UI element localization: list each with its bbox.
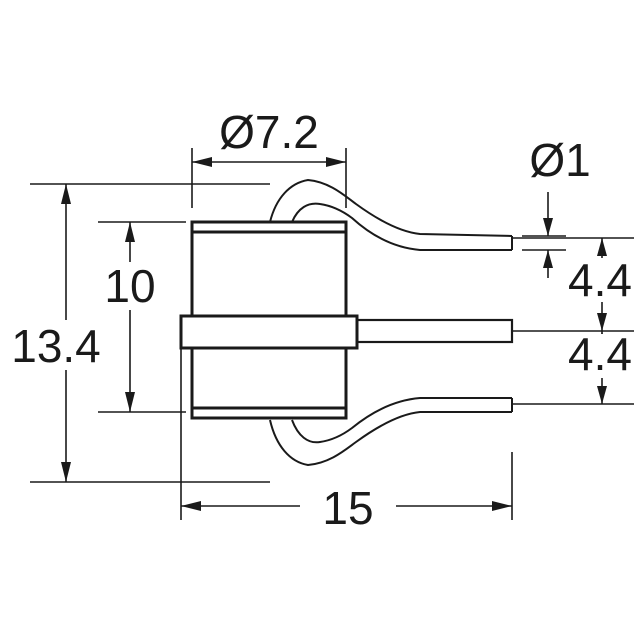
arrowhead [597, 313, 607, 331]
arrowhead [597, 386, 607, 404]
body-diameter-label: Ø7.2 [219, 106, 319, 158]
arrowhead [597, 238, 607, 256]
arrowhead [326, 157, 346, 167]
lead-pitch-bottom-label: 4.4 [568, 328, 632, 380]
top-lead-inner-edge [291, 202, 512, 251]
arrowhead [61, 184, 71, 204]
arrowhead [543, 218, 553, 236]
center-flange [179, 314, 359, 350]
lead-pitch-top-label: 4.4 [568, 254, 632, 306]
arrowhead [192, 157, 212, 167]
label-bg [560, 334, 638, 378]
label-bg [98, 262, 162, 310]
top-lead [269, 178, 513, 237]
label-bg [560, 258, 638, 302]
arrowhead [181, 501, 201, 511]
overall-height-label: 13.4 [11, 320, 101, 372]
arrowhead [492, 501, 512, 511]
overall-length-label: 15 [322, 482, 373, 534]
label-bg [4, 320, 108, 370]
body-height-label: 10 [104, 260, 155, 312]
bottom-lead-inner-edge [291, 397, 512, 444]
arrowhead [125, 392, 135, 412]
label-bg [300, 482, 396, 530]
arrowhead [61, 462, 71, 482]
arrowhead [125, 222, 135, 242]
bottom-lead [269, 411, 512, 467]
lead-diameter-label: Ø1 [529, 134, 590, 186]
arrowhead [543, 250, 553, 268]
middle-lead [354, 318, 514, 344]
